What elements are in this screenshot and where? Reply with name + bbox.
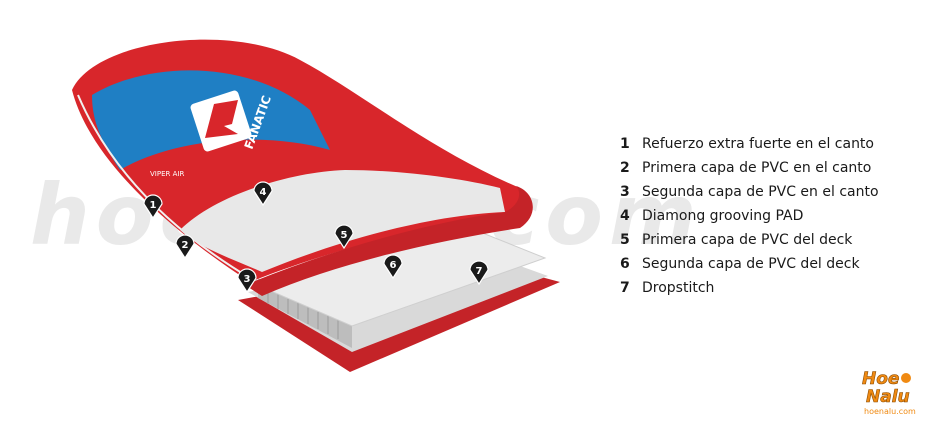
layer-marker-2: 2 bbox=[175, 234, 195, 260]
legend-number: 5 bbox=[620, 232, 630, 248]
marker-number: 2 bbox=[182, 240, 189, 251]
layer-marker-3: 3 bbox=[237, 268, 257, 294]
board-logo-mark bbox=[205, 100, 238, 138]
legend-row: 4 Diamong grooving PAD bbox=[620, 208, 879, 232]
layer-marker-4: 4 bbox=[253, 181, 273, 207]
marker-layer: 1 2 3 4 5 6 7 bbox=[143, 181, 489, 294]
legend-number: 3 bbox=[620, 184, 630, 200]
legend-text: Dropstitch bbox=[642, 280, 715, 296]
board-model-text: VIPER AIR bbox=[150, 170, 184, 178]
legend-text: Diamong grooving PAD bbox=[642, 208, 804, 224]
layer-marker-5: 5 bbox=[334, 224, 354, 250]
svg-text:Hoe: Hoe bbox=[862, 369, 899, 389]
legend-text: Primera capa de PVC del deck bbox=[642, 232, 853, 248]
legend-row: 6 Segunda capa de PVC del deck bbox=[620, 256, 879, 280]
legend-number: 2 bbox=[620, 160, 630, 176]
legend-text: Segunda capa de PVC en el canto bbox=[642, 184, 879, 200]
legend-row: 7 Dropstitch bbox=[620, 280, 879, 304]
legend-number: 7 bbox=[620, 280, 630, 296]
legend-number: 1 bbox=[620, 136, 630, 152]
marker-number: 1 bbox=[150, 200, 157, 211]
legend-text: Refuerzo extra fuerte en el canto bbox=[642, 136, 874, 152]
marker-number: 5 bbox=[341, 230, 348, 241]
legend-number: 6 bbox=[620, 256, 630, 272]
marker-number: 4 bbox=[260, 187, 267, 198]
legend-row: 2 Primera capa de PVC en el canto bbox=[620, 160, 879, 184]
deck-layer-1 bbox=[245, 186, 533, 296]
marker-number: 3 bbox=[244, 274, 251, 285]
layer-marker-1: 1 bbox=[143, 194, 163, 220]
rail-line bbox=[77, 94, 251, 279]
marker-number: 7 bbox=[476, 266, 483, 277]
legend-row: 5 Primera capa de PVC del deck bbox=[620, 232, 879, 256]
hoenalu-logo: Hoe Nalu hoenalu.com bbox=[862, 369, 916, 416]
legend-row: 3 Segunda capa de PVC en el canto bbox=[620, 184, 879, 208]
layer-marker-7: 7 bbox=[469, 260, 489, 286]
legend-text: Primera capa de PVC en el canto bbox=[642, 160, 872, 176]
svg-text:Nalu: Nalu bbox=[866, 387, 910, 407]
marker-number: 6 bbox=[390, 260, 397, 271]
legend-row: 1 Refuerzo extra fuerte en el canto bbox=[620, 136, 879, 160]
layer-marker-6: 6 bbox=[383, 254, 403, 280]
legend-text: Segunda capa de PVC del deck bbox=[642, 256, 860, 272]
svg-text:hoenalu.com: hoenalu.com bbox=[864, 407, 916, 416]
legend-number: 4 bbox=[620, 208, 630, 224]
